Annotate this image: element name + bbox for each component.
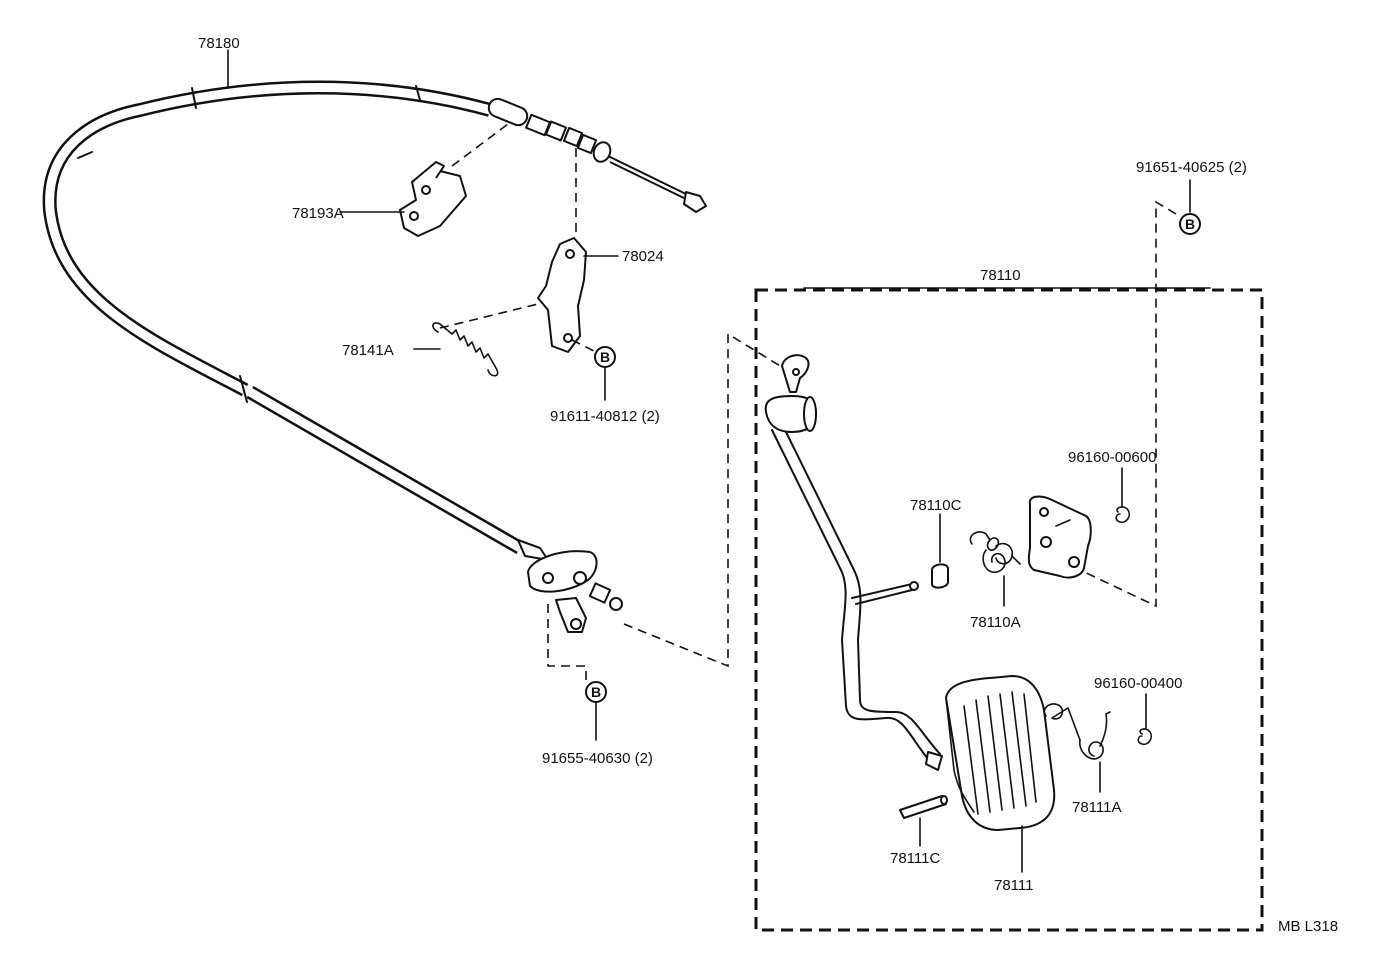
bolt-right-symbol: B [1185, 216, 1195, 232]
pad-pin: 78111C [890, 795, 948, 867]
bolt-lower-callout: B 91655-40630 (2) [542, 604, 653, 767]
bolt-lower-symbol: B [591, 684, 601, 700]
label-pedal-pad-text: 78111 [994, 877, 1034, 894]
label-bolt-right-text: 91651-40625 (2) [1136, 159, 1247, 176]
drawing-code: MB L318 [1278, 918, 1338, 935]
label-pad-spring-text: 78111A [1072, 799, 1122, 816]
bolt-upper-symbol: B [600, 349, 610, 365]
label-bolt-upper-text: 91611-40812 (2) [550, 408, 660, 425]
label-cable-clamp-text: 78193A [292, 205, 344, 222]
label-bushing-text: 78110C [910, 497, 962, 514]
bolt-upper-callout: B 91611-40812 (2) [550, 339, 660, 425]
label-pad-pin-text: 78111C [890, 850, 940, 867]
label-clip-lower-text: 96160-00400 [1094, 675, 1182, 692]
accelerator-cable [42, 80, 707, 633]
label-torsion-spring-text: 78110A [970, 614, 1021, 631]
pedal-assembly-box: 78110 [754, 267, 1264, 932]
pedal-arm [764, 354, 943, 771]
label-bolt-lower-text: 91655-40630 (2) [542, 750, 653, 767]
cable-clamp: 78193A [292, 123, 509, 237]
clip-upper: 96160-00600 [1068, 449, 1156, 524]
label-cable: 78180 [198, 35, 240, 89]
label-return-spring-text: 78141A [342, 342, 394, 359]
bushing: 78110C [910, 497, 962, 589]
label-cable-bracket-text: 78024 [622, 248, 664, 265]
pedal-bracket-plate [1027, 495, 1092, 579]
pad-spring: 78111A [1043, 703, 1122, 816]
label-pedal-assembly-text: 78110 [980, 267, 1021, 284]
label-clip-upper-text: 96160-00600 [1068, 449, 1156, 466]
return-spring: 78141A [342, 303, 539, 377]
bolt-right-callout: 91651-40625 (2) B [1079, 159, 1247, 608]
label-cable-text: 78180 [198, 35, 240, 52]
cable-bracket: 78024 [537, 148, 664, 353]
torsion-spring: 78110A [969, 531, 1021, 631]
connection-dashline [623, 332, 791, 668]
pedal-pad: 78111 [945, 675, 1056, 894]
clip-lower: 96160-00400 [1094, 675, 1182, 746]
